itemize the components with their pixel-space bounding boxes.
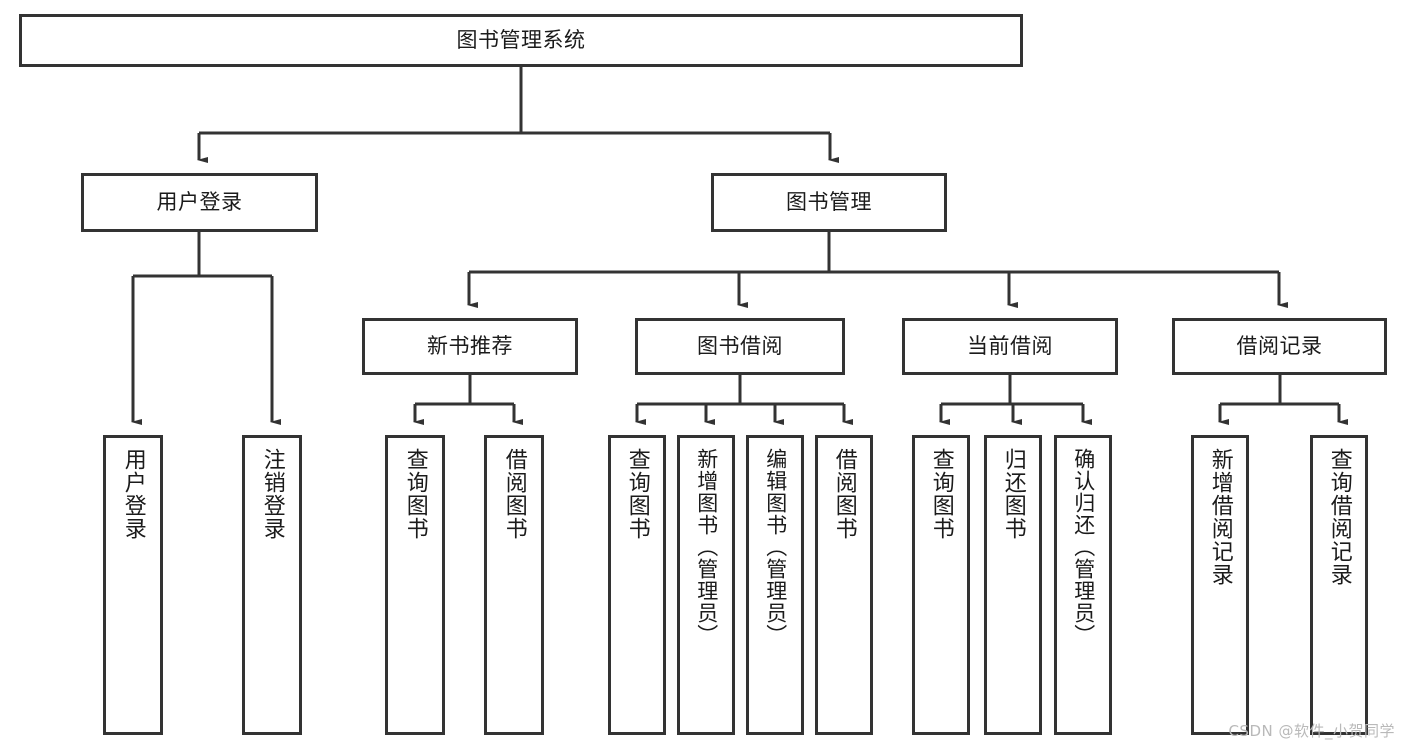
node-book-borrow-label: 图书借阅 <box>697 334 783 359</box>
node-leaf-confirm-return-label: 确认归还（管理员） <box>1071 448 1096 646</box>
node-current-borrow[interactable]: 当前借阅 <box>902 318 1118 375</box>
watermark: CSDN @软件_小贺同学 <box>1228 722 1395 740</box>
node-leaf-edit-book[interactable]: 编辑图书（管理员） <box>746 435 804 735</box>
node-leaf-return-book-label: 归还图书 <box>1000 448 1026 540</box>
node-root-label: 图书管理系统 <box>456 28 586 53</box>
node-current-borrow-label: 当前借阅 <box>967 334 1053 359</box>
node-leaf-add-book[interactable]: 新增图书（管理员） <box>677 435 735 735</box>
node-leaf-user-logout-label: 注销登录 <box>259 448 285 540</box>
node-leaf-query-book-1-label: 查询图书 <box>402 448 428 540</box>
node-leaf-query-book-3-label: 查询图书 <box>928 448 954 540</box>
node-leaf-query-book-3[interactable]: 查询图书 <box>912 435 970 735</box>
node-leaf-edit-book-label: 编辑图书（管理员） <box>763 448 788 646</box>
node-leaf-borrow-book-2[interactable]: 借阅图书 <box>815 435 873 735</box>
node-leaf-borrow-book-1[interactable]: 借阅图书 <box>484 435 544 735</box>
node-leaf-add-book-label: 新增图书（管理员） <box>694 448 719 646</box>
node-leaf-user-logout[interactable]: 注销登录 <box>242 435 302 735</box>
node-root[interactable]: 图书管理系统 <box>19 14 1023 67</box>
node-leaf-query-book-2[interactable]: 查询图书 <box>608 435 666 735</box>
node-borrow-record[interactable]: 借阅记录 <box>1172 318 1387 375</box>
node-borrow-record-label: 借阅记录 <box>1236 334 1323 359</box>
node-leaf-query-record-label: 查询借阅记录 <box>1326 448 1352 586</box>
node-new-book-rec-label: 新书推荐 <box>427 334 513 359</box>
node-new-book-rec[interactable]: 新书推荐 <box>362 318 578 375</box>
node-leaf-query-record[interactable]: 查询借阅记录 <box>1310 435 1368 735</box>
node-leaf-return-book[interactable]: 归还图书 <box>984 435 1042 735</box>
node-user-login-label: 用户登录 <box>156 190 243 215</box>
node-leaf-borrow-book-2-label: 借阅图书 <box>831 448 857 540</box>
node-leaf-user-login[interactable]: 用户登录 <box>103 435 163 735</box>
node-leaf-user-login-label: 用户登录 <box>120 448 146 540</box>
node-book-borrow[interactable]: 图书借阅 <box>635 318 845 375</box>
node-leaf-borrow-book-1-label: 借阅图书 <box>501 448 527 540</box>
node-book-manage-label: 图书管理 <box>786 190 872 215</box>
node-leaf-query-book-1[interactable]: 查询图书 <box>385 435 445 735</box>
node-user-login[interactable]: 用户登录 <box>81 173 318 232</box>
node-leaf-confirm-return[interactable]: 确认归还（管理员） <box>1054 435 1112 735</box>
node-book-manage[interactable]: 图书管理 <box>711 173 947 232</box>
node-leaf-add-record[interactable]: 新增借阅记录 <box>1191 435 1249 735</box>
node-leaf-query-book-2-label: 查询图书 <box>624 448 650 540</box>
node-leaf-add-record-label: 新增借阅记录 <box>1207 448 1233 586</box>
